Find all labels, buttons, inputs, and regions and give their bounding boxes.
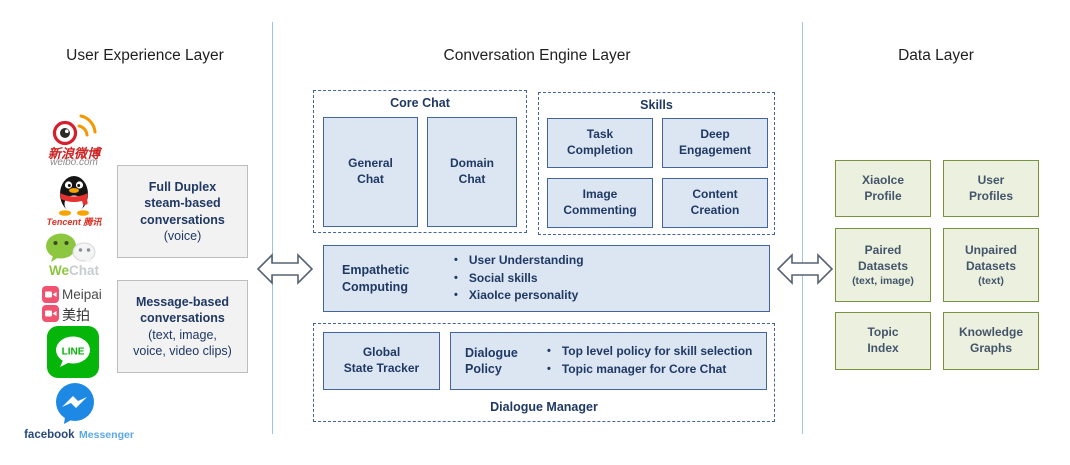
bullet-icon: • [547, 363, 551, 375]
ux-engine-arrow-icon [256, 246, 314, 297]
unpaired-datasets-sub: (text) [978, 274, 1004, 287]
qq-caption: Tencent 腾讯 [46, 217, 102, 227]
full-duplex-box: Full Duplex steam-based conversations (v… [117, 165, 248, 258]
task-completion-box: Task Completion [547, 118, 653, 168]
qq-icon [54, 172, 94, 221]
message-based-box: Message-based conversations (text, image… [117, 280, 248, 373]
unpaired-datasets-label: Unpaired Datasets [964, 242, 1017, 273]
user-profiles-label: User Profiles [968, 172, 1013, 203]
line-label: LINE [62, 347, 85, 358]
xiaoice-profile-label: XiaoIce Profile [861, 172, 905, 203]
unpaired-datasets-box: Unpaired Datasets (text) [943, 228, 1039, 302]
empathetic-computing-box: Empathetic Computing •User Understanding… [323, 245, 770, 312]
wechat-chat-text: Chat [69, 263, 99, 278]
bullet-xiaoice-personality: •XiaoIce personality [454, 288, 579, 303]
meipai-icon [42, 286, 59, 308]
full-duplex-subtext: (voice) [163, 228, 202, 243]
skills-group: Skills [538, 92, 775, 235]
messenger-icon [53, 381, 97, 430]
core-chat-group: Core Chat [313, 90, 527, 233]
user-profiles-box: User Profiles [943, 160, 1039, 217]
messenger-caption: facebook Messenger [14, 425, 144, 443]
weibo-icon [48, 110, 98, 151]
meipai-cn-icon [42, 305, 59, 327]
core-chat-label: Core Chat [390, 96, 450, 110]
title-user-experience-layer: User Experience Layer [66, 47, 224, 64]
meipai-cn-caption: 美拍 [62, 307, 90, 323]
weibo-url: weibo.com [50, 157, 98, 168]
divider-right [802, 22, 803, 434]
domain-chat-box: Domain Chat [427, 117, 517, 227]
dialogue-manager-label: Dialogue Manager [490, 400, 598, 414]
paired-datasets-sub: (text, image) [852, 274, 914, 287]
xiaoice-profile-box: XiaoIce Profile [835, 160, 931, 217]
deep-engagement-box: Deep Engagement [662, 118, 768, 168]
general-chat-box: General Chat [323, 117, 418, 227]
bullet-topic-manager: •Topic manager for Core Chat [547, 362, 727, 376]
wechat-we-text: We [48, 263, 69, 278]
topic-index-box: Topic Index [835, 312, 931, 370]
bullet-icon: • [454, 289, 458, 302]
global-state-tracker-box: Global State Tracker [323, 332, 440, 390]
wechat-icon [44, 233, 100, 269]
knowledge-graphs-label: Knowledge Graphs [958, 325, 1023, 355]
dialogue-policy-label: Dialogue Policy [465, 345, 518, 376]
message-based-subtext: (text, image, voice, video clips) [133, 327, 232, 358]
line-icon: LINE [47, 326, 99, 383]
bullet-icon: • [454, 254, 458, 267]
meipai-en-caption: Meipai [62, 287, 102, 302]
dialogue-policy-box: Dialogue Policy •Top level policy for sk… [450, 332, 767, 390]
engine-data-arrow-icon [776, 246, 834, 297]
bullet-social-skills: •Social skills [454, 270, 538, 285]
wechat-caption: WeChat [28, 262, 120, 280]
weibo-caption: 新浪微博 [47, 147, 100, 162]
empathetic-bullets: •User Understanding •Social skills •Xiao… [454, 253, 584, 304]
content-creation-box: Content Creation [662, 178, 768, 228]
full-duplex-text: Full Duplex steam-based conversations [140, 180, 225, 227]
dialogue-policy-bullets: •Top level policy for skill selection •T… [547, 344, 752, 377]
skills-label: Skills [640, 98, 673, 112]
bullet-user-understanding: •User Understanding [454, 253, 584, 268]
title-data-layer: Data Layer [898, 47, 974, 64]
bullet-top-level-policy: •Top level policy for skill selection [547, 344, 753, 359]
bullet-icon: • [547, 345, 551, 358]
paired-datasets-box: Paired Datasets (text, image) [835, 228, 931, 302]
dialogue-manager-group: Dialogue Manager [313, 323, 775, 422]
topic-index-label: Topic Index [867, 325, 899, 355]
knowledge-graphs-box: Knowledge Graphs [943, 312, 1039, 370]
paired-datasets-label: Paired Datasets [857, 242, 909, 273]
title-conversation-engine-layer: Conversation Engine Layer [443, 47, 631, 64]
divider-left [272, 22, 273, 434]
messenger-messenger-text: Messenger [79, 429, 134, 441]
messenger-facebook-text: facebook [24, 429, 75, 441]
empathetic-computing-label: Empathetic Computing [342, 263, 410, 294]
message-based-text: Message-based conversations [135, 295, 230, 326]
bullet-icon: • [454, 271, 458, 284]
image-commenting-box: Image Commenting [547, 178, 653, 228]
